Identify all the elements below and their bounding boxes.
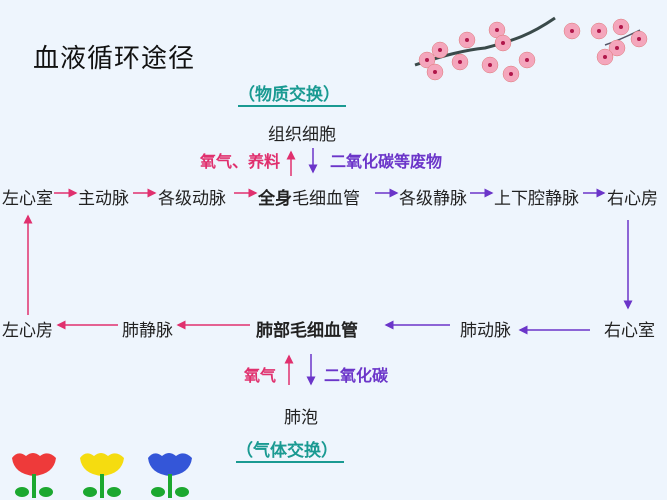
- gas-exchange-label: （气体交换）: [236, 436, 344, 463]
- node-body-capillaries: 全身毛细血管: [258, 184, 360, 209]
- tissue-cells-label: 组织细胞: [268, 125, 336, 145]
- co2-label: 二氧化碳: [324, 366, 389, 385]
- yellow-tulip-icon: [80, 453, 124, 498]
- node-right-atrium: 右心房: [607, 189, 658, 209]
- material-exchange-label: （物质交换）: [238, 80, 346, 107]
- node-left-ventricle: 左心室: [2, 189, 53, 209]
- tulips-icon: [12, 453, 192, 498]
- alveoli-label: 肺泡: [284, 408, 318, 428]
- node-pulmonary-artery: 肺动脉: [460, 321, 511, 341]
- node-vena-cava: 上下腔静脉: [494, 189, 579, 209]
- blue-tulip-icon: [148, 453, 192, 498]
- node-left-atrium: 左心房: [2, 321, 53, 341]
- red-tulip-icon: [12, 453, 56, 498]
- node-arteries: 各级动脉: [158, 189, 226, 209]
- oxygen-nutrients-label: 氧气、养料: [200, 152, 281, 171]
- node-veins: 各级静脉: [399, 189, 467, 209]
- node-right-ventricle: 右心室: [604, 321, 655, 341]
- node-aorta: 主动脉: [78, 189, 129, 209]
- node-lung-capillaries: 肺部毛细血管: [256, 321, 358, 341]
- co2-waste-label: 二氧化碳等废物: [330, 152, 443, 171]
- page-title: 血液循环途径: [33, 44, 196, 74]
- node-pulmonary-vein: 肺静脉: [122, 321, 173, 341]
- body-label: 全身: [258, 189, 292, 209]
- oxygen-label: 氧气: [244, 366, 277, 385]
- cherry-blossom-icon: [414, 16, 648, 83]
- capillaries-label: 毛细血管: [292, 189, 360, 209]
